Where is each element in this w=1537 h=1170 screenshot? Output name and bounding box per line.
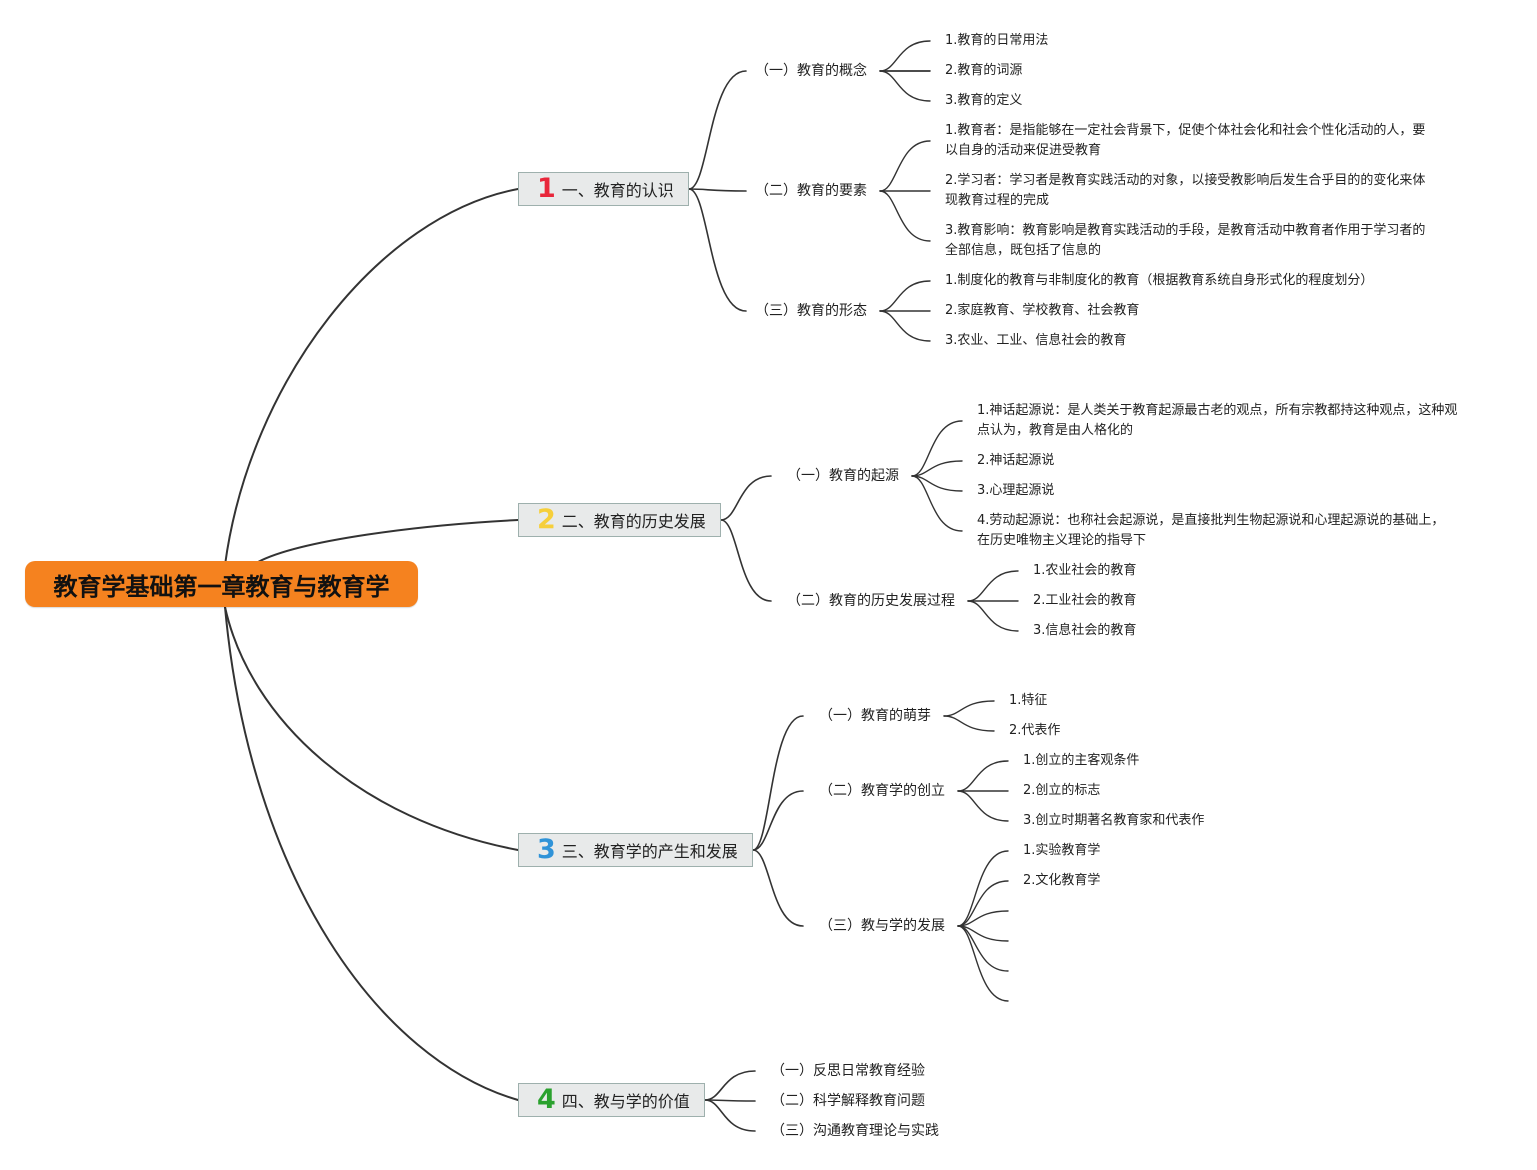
connector-line-7 <box>688 188 747 312</box>
branch-1-label: 一、教育的认识 <box>561 181 674 200</box>
connector-line-5 <box>688 70 747 190</box>
connector-line-4 <box>224 606 519 1101</box>
connector-line-28 <box>752 790 804 851</box>
connector-line-38 <box>957 925 1009 942</box>
item-3-3-1[interactable]: 1.实验教育学 <box>1023 843 1101 858</box>
connector-line-41 <box>704 1070 756 1101</box>
number-4-icon: 4 <box>537 1084 556 1115</box>
connector-line-29 <box>752 849 804 927</box>
item-2-1-2[interactable]: 2.神话起源说 <box>977 453 1055 468</box>
connector-line-6 <box>688 188 747 192</box>
connector-line-43 <box>704 1099 756 1132</box>
connector-line-35 <box>957 850 1009 927</box>
connector-line-31 <box>943 715 995 732</box>
connector-line-8 <box>879 40 931 72</box>
connector-line-15 <box>879 280 931 312</box>
item-3-1-1[interactable]: 1.特征 <box>1009 693 1048 708</box>
connector-line-21 <box>911 460 963 477</box>
item-1-1-2[interactable]: 2.教育的词源 <box>945 63 1023 78</box>
item-2-1-1[interactable]: 1.神话起源说：是人类关于教育起源最古老的观点，所有宗教都持这种观点，这种观点认… <box>977 403 1458 438</box>
connector-line-23 <box>911 475 963 532</box>
connector-line-20 <box>911 420 963 477</box>
connector-line-1 <box>224 188 519 566</box>
subtopic-1-1[interactable]: （一）教育的概念 <box>755 63 867 79</box>
connector-line-18 <box>720 475 772 521</box>
item-2-1-4[interactable]: 4.劳动起源说：也称社会起源说，是直接批判生物起源说和心理起源说的基础上，在历史… <box>977 513 1445 548</box>
item-3-3-2[interactable]: 2.文化教育学 <box>1023 873 1101 888</box>
item-1-1-3[interactable]: 3.教育的定义 <box>945 93 1023 108</box>
subtopic-3-3[interactable]: （三）教与学的发展 <box>819 918 945 934</box>
item-2-1-3[interactable]: 3.心理起源说 <box>977 483 1055 498</box>
connector-line-37 <box>957 910 1009 927</box>
branch-3-label: 三、教育学的产生和发展 <box>561 842 738 861</box>
subtopic-2-1[interactable]: （一）教育的起源 <box>787 468 899 484</box>
connector-line-40 <box>957 925 1009 1002</box>
connector-line-12 <box>879 140 931 192</box>
connector-line-19 <box>720 519 772 602</box>
connector-line-17 <box>879 310 931 342</box>
connector-line-42 <box>704 1099 756 1102</box>
item-2-2-1[interactable]: 1.农业社会的教育 <box>1033 563 1137 578</box>
connector-line-24 <box>967 570 1019 602</box>
connector-line-36 <box>957 880 1009 927</box>
number-2-icon: 2 <box>537 504 556 535</box>
item-1-1-1[interactable]: 1.教育的日常用法 <box>945 33 1049 48</box>
branch-2-label: 二、教育的历史发展 <box>561 512 706 531</box>
subtopic-4-3[interactable]: （三）沟通教育理论与实践 <box>771 1123 939 1139</box>
item-1-2-1[interactable]: 1.教育者：是指能够在一定社会背景下，促使个体社会化和社会个性化活动的人，要以自… <box>945 123 1426 158</box>
connector-line-3 <box>224 606 519 851</box>
item-2-2-2[interactable]: 2.工业社会的教育 <box>1033 593 1137 608</box>
subtopic-4-2[interactable]: （二）科学解释教育问题 <box>771 1093 925 1109</box>
branch-1[interactable]: 1 一、教育的认识 <box>518 172 689 206</box>
connector-line-27 <box>752 715 804 851</box>
subtopic-3-2[interactable]: （二）教育学的创立 <box>819 783 945 799</box>
connector-line-32 <box>957 760 1009 792</box>
connector-line-10 <box>879 70 931 102</box>
item-1-2-3[interactable]: 3.教育影响：教育影响是教育实践活动的手段，是教育活动中教育者作用于学习者的全部… <box>945 223 1426 258</box>
subtopic-1-2[interactable]: （二）教育的要素 <box>755 183 867 199</box>
connector-line-34 <box>957 790 1009 822</box>
subtopic-4-1[interactable]: （一）反思日常教育经验 <box>771 1063 925 1079</box>
subtopic-2-2[interactable]: （二）教育的历史发展过程 <box>787 593 955 609</box>
root-topic[interactable]: 教育学基础第一章教育与教育学 <box>25 561 418 607</box>
connector-line-30 <box>943 700 995 717</box>
root-title: 教育学基础第一章教育与教育学 <box>53 572 390 601</box>
item-3-2-2[interactable]: 2.创立的标志 <box>1023 783 1101 798</box>
connector-line-2 <box>257 519 519 563</box>
branch-4-label: 四、教与学的价值 <box>561 1092 690 1111</box>
item-3-1-2[interactable]: 2.代表作 <box>1009 723 1061 738</box>
item-3-2-3[interactable]: 3.创立时期著名教育家和代表作 <box>1023 813 1205 828</box>
branch-2[interactable]: 2 二、教育的历史发展 <box>518 503 721 537</box>
connector-line-22 <box>911 475 963 492</box>
item-1-3-2[interactable]: 2.家庭教育、学校教育、社会教育 <box>945 303 1140 318</box>
number-3-icon: 3 <box>537 834 556 865</box>
item-1-2-2[interactable]: 2.学习者：学习者是教育实践活动的对象，以接受教影响后发生合乎目的的变化来体现教… <box>945 173 1426 208</box>
connector-line-26 <box>967 600 1019 632</box>
subtopic-3-1[interactable]: （一）教育的萌芽 <box>819 708 931 724</box>
branch-3[interactable]: 3 三、教育学的产生和发展 <box>518 833 753 867</box>
branch-4[interactable]: 4 四、教与学的价值 <box>518 1083 705 1117</box>
item-1-3-1[interactable]: 1.制度化的教育与非制度化的教育（根据教育系统自身形式化的程度划分） <box>945 273 1374 288</box>
item-3-2-1[interactable]: 1.创立的主客观条件 <box>1023 753 1140 768</box>
item-1-3-3[interactable]: 3.农业、工业、信息社会的教育 <box>945 333 1127 348</box>
connector-line-14 <box>879 190 931 242</box>
subtopic-1-3[interactable]: （三）教育的形态 <box>755 303 867 319</box>
number-1-icon: 1 <box>537 173 556 204</box>
item-2-2-3[interactable]: 3.信息社会的教育 <box>1033 623 1137 638</box>
